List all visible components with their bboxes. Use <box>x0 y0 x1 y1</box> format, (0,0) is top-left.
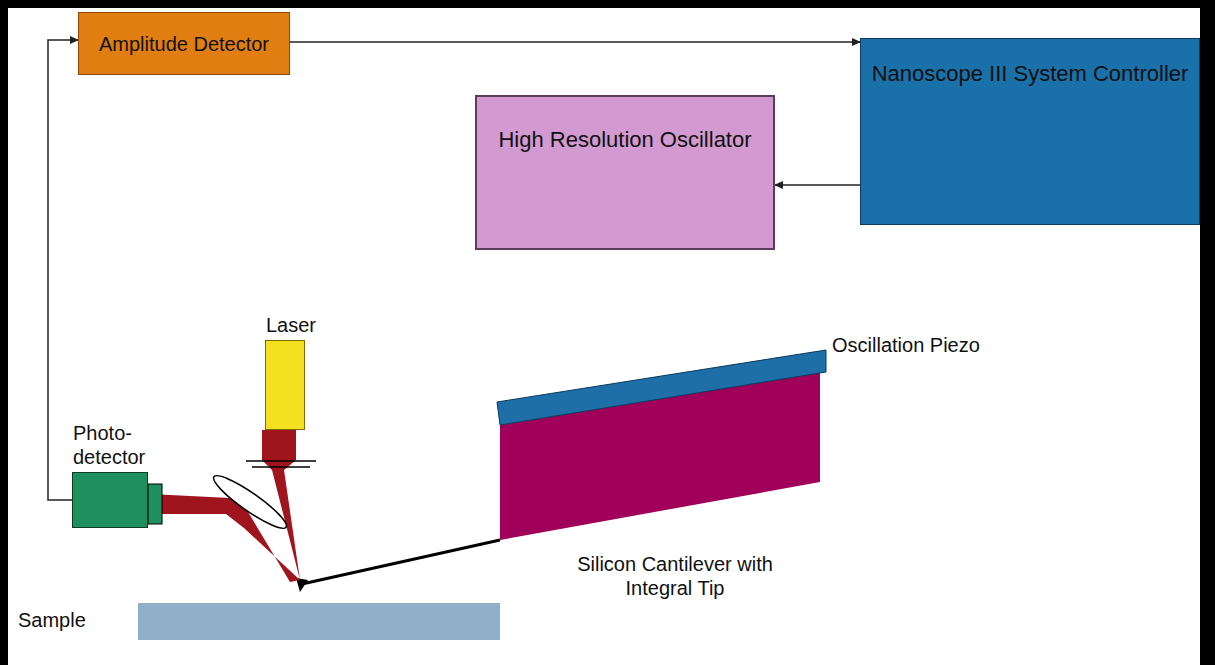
node-heading: Photo- detector <box>73 421 173 469</box>
cantilever-beam <box>302 540 500 584</box>
node-label: Amplitude Detector <box>99 32 269 56</box>
focus-lens <box>252 466 310 468</box>
reflected-beam <box>150 494 300 582</box>
sample-block <box>138 603 500 640</box>
part-label: Sample <box>18 608 128 632</box>
node-label: Nanoscope III System Controller <box>872 61 1189 87</box>
detector-window <box>148 484 162 524</box>
part-label: Oscillation Piezo <box>832 333 1072 357</box>
controller-box: Nanoscope III System Controller <box>860 38 1200 225</box>
oscillator-box: High Resolution Oscillator <box>475 95 775 250</box>
signal-arrow <box>775 184 860 186</box>
oscillation-piezo <box>497 350 826 425</box>
node-label: High Resolution Oscillator <box>498 127 751 153</box>
laser-box: Laser <box>265 340 305 430</box>
photodetector-box: Photo- detector <box>72 472 148 528</box>
part-label: Silicon Cantilever with Integral Tip <box>560 552 790 600</box>
signal-arrow <box>290 41 860 43</box>
node-heading: Laser <box>266 313 346 337</box>
focus-lens <box>246 460 316 462</box>
process-box: Amplitude Detector <box>78 12 290 75</box>
mirror-lens <box>209 469 291 534</box>
